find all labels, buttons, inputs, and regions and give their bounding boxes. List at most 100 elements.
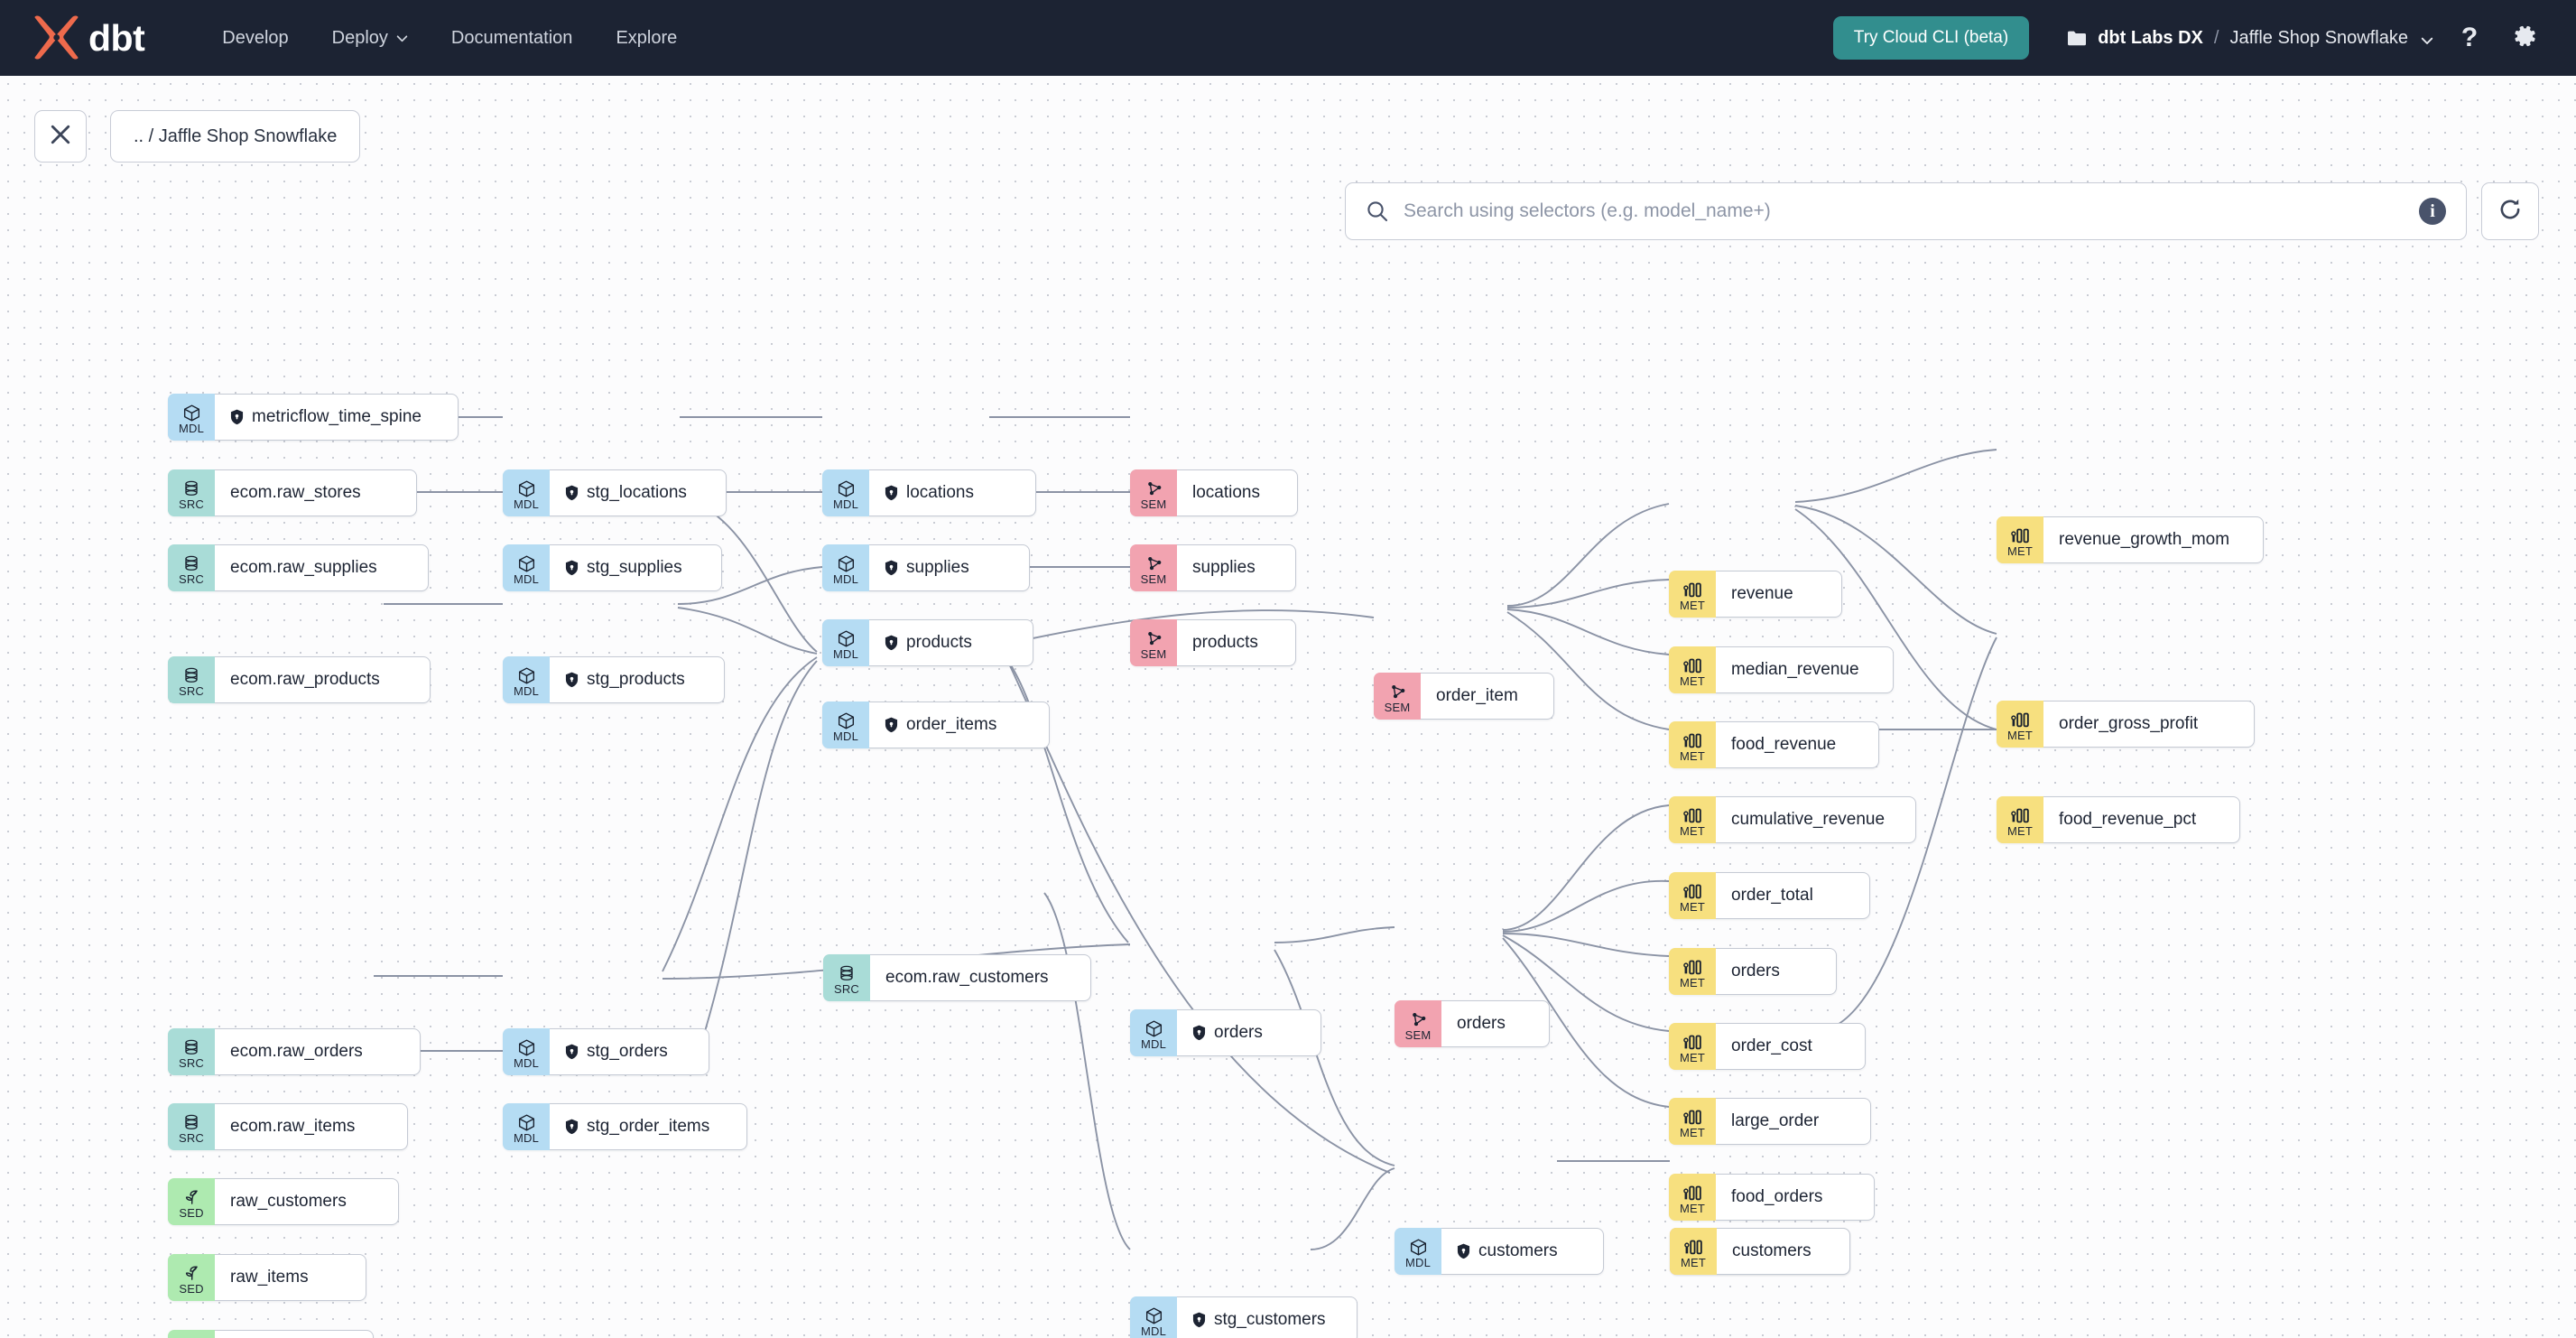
info-icon[interactable]: i [2419, 198, 2446, 225]
selector-search-bar[interactable]: i [1345, 182, 2467, 240]
shield-lock-icon [885, 485, 898, 501]
search-input[interactable] [1404, 200, 2405, 222]
met-icon [1682, 580, 1703, 599]
node-label: median_revenue [1717, 647, 1893, 692]
met-type-badge: MET [1669, 1023, 1716, 1070]
node-label: customers [1718, 1229, 1849, 1274]
node-type-label: MET [1679, 674, 1706, 688]
graph-breadcrumb-button[interactable]: .. / Jaffle Shop Snowflake [110, 110, 361, 163]
nav-link-develop-label: Develop [222, 27, 289, 48]
node-label: stg_orders [551, 1029, 709, 1074]
try-cloud-cli-button[interactable]: Try Cloud CLI (beta) [1832, 16, 2030, 60]
graph-toolbar: .. / Jaffle Shop Snowflake i [0, 76, 2576, 240]
node-name-text: revenue [1731, 584, 1793, 603]
node-name-text: large_order [1731, 1111, 1820, 1130]
node-label: order_gross_profit [2044, 702, 2254, 747]
node-products-semantic[interactable]: SEM products [1130, 619, 1296, 666]
mdl-type-badge: MDL [168, 394, 215, 441]
node-label: ecom.raw_items [216, 1104, 407, 1149]
node-name-text: stg_order_items [587, 1117, 710, 1136]
node-type-label: SEM [1140, 647, 1167, 661]
refresh-button[interactable] [2481, 182, 2539, 240]
mdl-type-badge: MDL [822, 544, 869, 591]
sem-icon [1388, 682, 1407, 702]
node-type-label: MET [1679, 900, 1706, 914]
node-label: ecom.raw_products [216, 657, 430, 702]
chevron-down-icon[interactable] [2421, 32, 2433, 44]
node-type-label: SRC [833, 982, 860, 996]
mdl-icon [517, 1112, 536, 1132]
node-label: food_revenue [1717, 722, 1878, 767]
node-name-text: orders [1457, 1014, 1506, 1033]
node-name-text: products [906, 633, 972, 652]
shield-lock-icon [565, 560, 579, 576]
nav-link-develop[interactable]: Develop [200, 19, 310, 58]
close-button[interactable] [34, 110, 87, 163]
settings-button[interactable] [2506, 18, 2545, 58]
sed-type-badge: SED [168, 1254, 215, 1301]
nav-link-explore[interactable]: Explore [594, 19, 699, 58]
src-type-badge: SRC [168, 1028, 215, 1075]
met-icon [1682, 730, 1703, 750]
breadcrumb-account[interactable]: dbt Labs DX [2098, 27, 2203, 48]
node-label: products [1178, 620, 1295, 665]
node-label: raw_orders [216, 1331, 373, 1338]
breadcrumb-project[interactable]: Jaffle Shop Snowflake [2229, 27, 2408, 48]
nav-link-deploy-label: Deploy [331, 27, 388, 48]
node-label: orders [1442, 1001, 1549, 1046]
sem-icon [1409, 1009, 1428, 1029]
dbt-logo[interactable]: dbt [31, 14, 145, 61]
node-type-label: MDL [832, 729, 859, 743]
project-breadcrumb: dbt Labs DX / Jaffle Shop Snowflake [2067, 28, 2433, 49]
src-icon [182, 1112, 200, 1132]
mdl-icon [1409, 1237, 1428, 1257]
met-type-badge: MET [1669, 1174, 1716, 1221]
met-icon [1682, 1183, 1703, 1203]
help-button[interactable]: ? [2450, 18, 2489, 58]
node-label: ecom.raw_stores [216, 470, 416, 516]
nav-link-deploy[interactable]: Deploy [310, 19, 430, 58]
met-type-badge: MET [1997, 516, 2043, 563]
nav-link-documentation[interactable]: Documentation [430, 19, 595, 58]
node-median-revenue-metric[interactable]: MET median_revenue [1669, 646, 1894, 693]
